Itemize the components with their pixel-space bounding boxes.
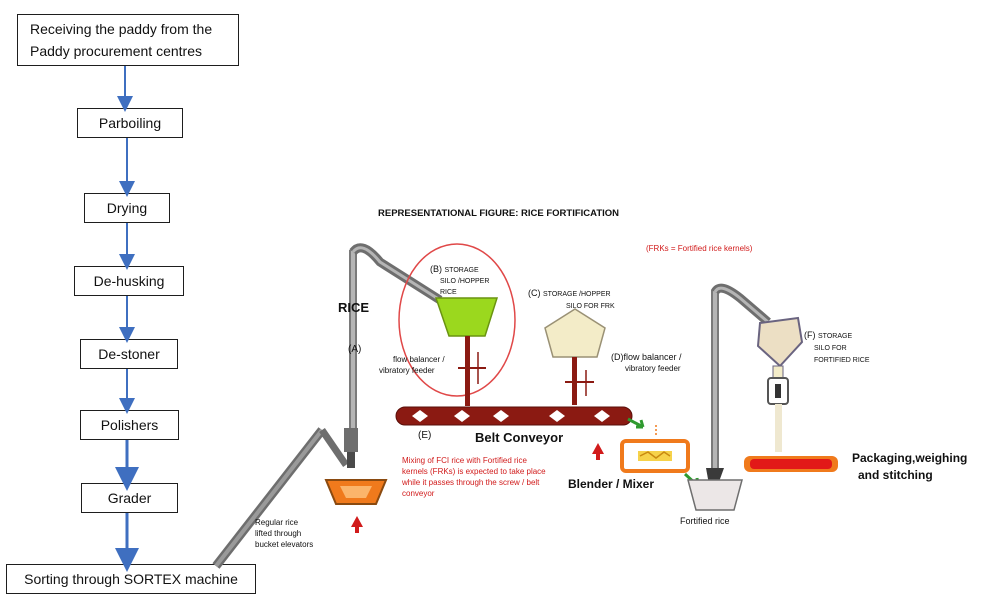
- belt-diamond: [412, 410, 428, 422]
- regular-rice-line1: Regular rice: [255, 518, 299, 527]
- regular-rice-line2: lifted through: [255, 529, 302, 538]
- fortified-rice-label: Fortified rice: [680, 516, 730, 526]
- label-b: (B) STORAGE SILO /HOPPER RICE: [430, 264, 489, 297]
- belt-diamond: [549, 410, 565, 422]
- mixing-note-line3: while it passes through the screw / belt: [402, 478, 540, 487]
- hopper-b-highlight-circle: [398, 243, 516, 397]
- regular-rice-line3: bucket elevators: [255, 540, 314, 549]
- label-f-line3: FORTIFIED RICE: [814, 357, 870, 364]
- hopper-b-green: [434, 297, 499, 406]
- label-f: (F) STORAGE SILO FOR FORTIFIED RICE: [804, 330, 869, 366]
- label-c: (C) STORAGE /HOPPER SILO FOR FRK: [528, 288, 615, 312]
- belt-diamond: [594, 410, 610, 422]
- figure-title: REPRESENTATIONAL FIGURE: RICE FORTIFICAT…: [378, 208, 620, 219]
- step-de-husking-label: De-husking: [93, 273, 165, 289]
- step-receiving-paddy: Receiving the paddy from the Paddy procu…: [17, 14, 239, 66]
- hopper-c-frk: [544, 308, 606, 405]
- belt-diamond: [493, 410, 509, 422]
- flow-balancer-d: (D)flow balancer / vibratory feeder: [611, 352, 682, 374]
- step-drying: Drying: [84, 193, 170, 223]
- step-polishers: Polishers: [80, 410, 179, 440]
- flow-balancer-b-line1: flow balancer /: [393, 355, 445, 364]
- step-de-stoner-label: De-stoner: [98, 346, 160, 362]
- label-f-id: (F): [804, 330, 816, 340]
- label-b-line2: SILO /HOPPER: [440, 278, 490, 285]
- orange-feed-hopper: [324, 479, 388, 505]
- mixing-note-line4: conveyor: [402, 489, 435, 498]
- label-b-line3: RICE: [440, 289, 457, 296]
- step-sorting-sortex-label: Sorting through SORTEX machine: [24, 571, 238, 587]
- belt-conveyor-label: Belt Conveyor: [475, 430, 564, 445]
- step-drying-label: Drying: [106, 200, 148, 216]
- mixing-note-line1: Mixing of FCI rice with Fortified rice: [402, 456, 527, 465]
- mixing-note: Mixing of FCI rice with Fortified rice k…: [402, 455, 546, 499]
- step-parboiling-label: Parboiling: [98, 115, 162, 131]
- label-f-storage: STORAGE: [818, 333, 853, 340]
- label-c-id: (C): [528, 288, 541, 298]
- green-arrow-icon: [627, 417, 645, 429]
- step-polishers-label: Polishers: [100, 417, 159, 433]
- belt-conveyor: [395, 406, 633, 426]
- packaging-line1: Packaging,weighing: [852, 451, 968, 465]
- blender-mixer-label: Blender / Mixer: [568, 477, 655, 491]
- flow-arrows: [115, 66, 139, 572]
- label-c-storage: STORAGE /HOPPER: [543, 291, 611, 298]
- flow-balancer-d-line1: (D)flow balancer /: [611, 352, 682, 362]
- bucket-elevator-diagonal: [212, 427, 349, 569]
- silo-f: [756, 316, 804, 452]
- regular-rice-note: Regular rice lifted through bucket eleva…: [255, 517, 313, 550]
- label-e: (E): [418, 430, 432, 441]
- mixing-note-line2: kernels (FRKs) is expected to take place: [402, 467, 546, 476]
- red-up-arrow-icon: [592, 443, 604, 460]
- step-parboiling: Parboiling: [77, 108, 183, 138]
- label-f-line2: SILO FOR: [814, 345, 847, 352]
- frk-note: (FRKs = Fortified rice kernels): [646, 244, 753, 253]
- belt-diamond: [454, 410, 470, 422]
- packaging-label: Packaging,weighing and stitching: [852, 450, 967, 484]
- label-b-storage: STORAGE: [444, 267, 479, 274]
- step-grader-label: Grader: [107, 490, 152, 506]
- rice-label: RICE: [338, 300, 370, 315]
- flow-balancer-b: flow balancer / vibratory feeder: [379, 354, 445, 376]
- step-receiving-paddy-label: Receiving the paddy from the Paddy procu…: [30, 21, 213, 59]
- flow-balancer-d-line2: vibratory feeder: [625, 364, 681, 373]
- label-b-id: (B): [430, 264, 442, 274]
- red-up-arrow-icon: [351, 516, 363, 533]
- packaging-line2: and stitching: [858, 468, 933, 482]
- label-a: (A): [348, 344, 362, 355]
- label-c-line2: SILO FOR FRK: [566, 303, 615, 310]
- blender-mixer: [620, 425, 690, 473]
- flow-balancer-b-line2: vibratory feeder: [379, 366, 435, 375]
- elevator-a: [344, 243, 443, 468]
- packaging-belt: [744, 456, 838, 472]
- fortified-rice-container: [687, 479, 743, 511]
